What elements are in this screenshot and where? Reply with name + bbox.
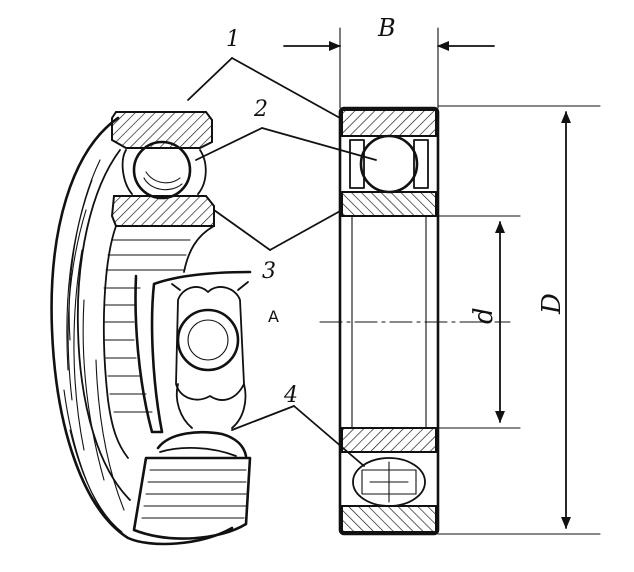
inner-ring-cut-edge (183, 225, 215, 273)
leader-4-right (293, 405, 365, 467)
cage-middle-ears (171, 281, 249, 291)
cage-top-right (197, 149, 207, 195)
leader-3-right (269, 209, 343, 251)
section-inner-ring-top (341, 191, 437, 217)
leader-3-left (213, 209, 271, 251)
perspective-cutaway-view (50, 57, 377, 546)
ball-top (132, 140, 192, 200)
ball-bottom-partial (156, 430, 248, 458)
label-inner-diameter: d (469, 307, 499, 324)
inner-ring-section-top (110, 195, 215, 227)
section-ball-bottom (352, 457, 426, 507)
inner-ring-notch (134, 270, 252, 434)
section-cage-top-left (349, 139, 365, 189)
inner-ring-bore (102, 225, 129, 459)
label-part-1: 1 (226, 27, 240, 52)
cage-strut-right (231, 383, 247, 429)
bore-shading (103, 239, 191, 413)
section-ball-top (359, 134, 419, 194)
label-outer-diameter: D (537, 293, 567, 315)
cage-top-left (121, 149, 133, 195)
section-outer-ring-bottom (341, 505, 437, 533)
ball-top-shade-2 (145, 171, 181, 184)
ball-middle-highlight (187, 319, 229, 361)
outer-ring-inner-edge (76, 149, 131, 501)
outer-ring-bottom-shading (141, 469, 247, 519)
ball-top-shade (143, 177, 183, 191)
outer-ring-section-top (111, 111, 213, 149)
section-outline (338, 106, 440, 536)
section-inner-ring-bottom (341, 427, 437, 453)
dimensions (283, 27, 601, 535)
label-part-2: 2 (253, 97, 268, 122)
leader-2-left (195, 127, 263, 161)
leader-4-left (231, 405, 295, 431)
cage-middle (175, 286, 245, 401)
section-outer-ring-top (341, 109, 437, 137)
leader-1-left (187, 57, 233, 101)
section-cage-top-right (413, 139, 429, 189)
leader-1-right (231, 57, 341, 119)
label-part-4: 4 (283, 383, 298, 408)
cage-strut-left (175, 383, 193, 429)
leader-2-right (261, 127, 377, 161)
label-width-b: B (377, 14, 396, 42)
label-letter-a: A (268, 307, 279, 326)
outer-ring-bottom-segment (132, 456, 252, 540)
outer-ring-shading (63, 159, 125, 533)
ball-middle (176, 308, 240, 372)
section-view (319, 106, 511, 536)
outer-ring-outline (50, 116, 234, 546)
ball-bottom-shade (159, 447, 237, 457)
label-part-3: 3 (262, 259, 276, 284)
